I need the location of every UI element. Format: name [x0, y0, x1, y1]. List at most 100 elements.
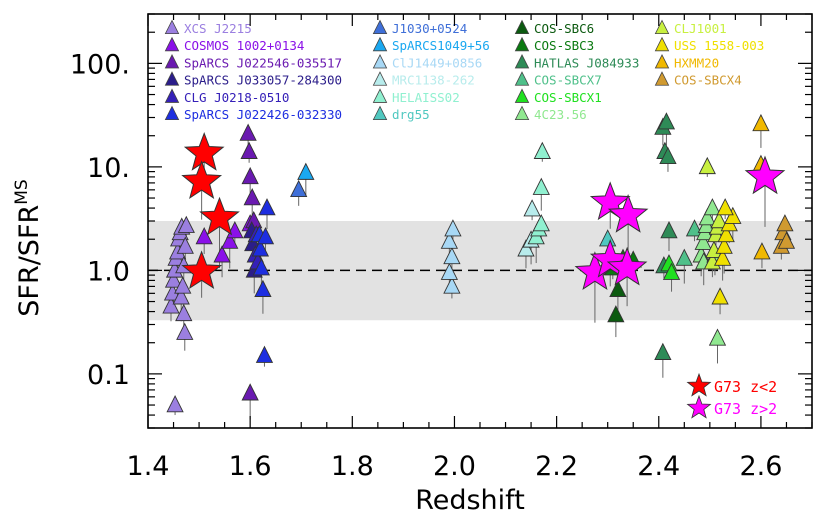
x-axis-label: Redshift: [415, 485, 525, 516]
legend-label: COSMOS 1002+0134: [184, 38, 304, 53]
y-tick-label: 100.: [70, 49, 130, 80]
triangle-marker: [297, 162, 315, 180]
legend-label: HXMM20: [674, 55, 719, 70]
legend-label: HATLAS J084933: [534, 55, 639, 70]
triangle-marker: [711, 287, 729, 305]
star-marker: [183, 131, 225, 171]
triangle-marker: [659, 146, 677, 165]
triangle-marker: [698, 156, 716, 175]
legend-label: USS 1558-003: [674, 38, 764, 53]
y-tick-label: 0.1: [87, 360, 130, 391]
triangle-marker: [657, 112, 676, 130]
triangle-marker: [172, 287, 190, 305]
triangle-marker: [724, 206, 742, 224]
triangle-marker: [254, 279, 272, 297]
triangle-marker: [777, 231, 796, 249]
triangle-marker: [713, 248, 732, 266]
triangle-marker: [443, 246, 461, 265]
x-tick-label: 2.2: [535, 451, 578, 482]
triangle-marker: [166, 395, 184, 413]
legend-marker: [514, 71, 530, 86]
legend-star-marker: [686, 394, 712, 419]
x-tick-label: 1.6: [229, 451, 272, 482]
triangle-marker: [662, 262, 681, 280]
triangle-marker: [243, 188, 261, 206]
x-tick-label: 2.6: [739, 451, 782, 482]
legend-marker: [372, 71, 388, 86]
triangle-marker: [251, 239, 270, 257]
legend-label: drg55: [392, 107, 430, 122]
legend-marker: [654, 36, 670, 52]
triangle-marker: [532, 214, 550, 232]
legend-marker: [372, 19, 388, 35]
legend-marker: [514, 105, 530, 121]
triangle-marker: [443, 276, 461, 294]
legend-star-marker: [686, 372, 712, 397]
x-tick-label: 2.4: [637, 451, 680, 482]
legend-marker: [514, 88, 530, 103]
legend-label: COS-SBC3: [534, 38, 594, 53]
triangle-marker: [753, 242, 771, 260]
legend-marker: [164, 54, 180, 69]
legend-label: SpARCS1049+56: [392, 38, 490, 53]
triangle-marker: [177, 215, 195, 233]
legend-star-label: G73 z>2: [714, 400, 777, 418]
legend-label: HELAISS02: [392, 90, 460, 105]
triangle-marker: [252, 258, 271, 276]
triangle-marker: [255, 345, 274, 363]
triangle-marker: [710, 210, 728, 229]
triangle-marker: [175, 303, 193, 322]
triangle-marker: [258, 198, 276, 216]
triangle-marker: [517, 239, 535, 257]
legend-marker: [164, 88, 180, 103]
legend-label: CLG J0218-0510: [184, 90, 289, 105]
triangle-marker: [440, 231, 459, 249]
legend-label: SpARCS J022426-032330: [184, 107, 342, 122]
triangle-marker: [444, 219, 462, 237]
legend-label: ClJ1449+0856: [392, 55, 482, 70]
triangle-marker: [698, 208, 716, 226]
legend-star-label: G73 z<2: [714, 378, 777, 396]
legend-marker: [372, 105, 388, 121]
triangle-marker: [440, 262, 459, 280]
triangle-marker: [660, 221, 678, 239]
triangle-marker: [607, 305, 625, 323]
triangle-marker: [239, 123, 257, 141]
legend-marker: [372, 36, 388, 52]
legend-marker: [514, 36, 530, 52]
triangle-marker: [523, 199, 541, 217]
triangle-marker: [256, 227, 275, 245]
triangle-marker: [162, 296, 180, 314]
legend-label: J1030+0524: [392, 21, 467, 36]
legend-label: COS-SBCX7: [534, 73, 602, 88]
star-marker: [744, 155, 786, 195]
legend-label: XCS J2215: [184, 21, 252, 36]
triangle-marker: [776, 214, 794, 232]
triangle-marker: [164, 270, 183, 288]
triangle-marker: [716, 198, 734, 216]
legend-marker: [654, 19, 670, 35]
legend-label: 4C23.56: [534, 107, 587, 122]
x-tick-label: 1.4: [127, 451, 170, 482]
triangle-marker: [752, 113, 770, 132]
triangle-marker: [703, 198, 722, 216]
star-marker: [607, 193, 649, 233]
legend-marker: [654, 54, 670, 69]
legend-marker: [514, 19, 530, 35]
star-marker: [199, 196, 240, 236]
triangle-marker: [174, 276, 192, 294]
x-tick-label: 2.0: [433, 451, 476, 482]
triangle-marker: [532, 177, 550, 195]
triangle-marker: [717, 224, 735, 243]
triangle-marker: [609, 279, 627, 297]
y-axis-label: SFR/SFRMS: [12, 179, 45, 316]
triangle-marker: [654, 342, 672, 360]
triangle-marker: [241, 383, 259, 401]
triangle-marker: [715, 236, 733, 254]
legend-label: SpARCS J033057-284300: [184, 73, 342, 88]
triangle-marker: [213, 245, 231, 263]
triangle-marker: [221, 231, 239, 249]
legend-label: MRC1138-262: [392, 73, 475, 88]
triangle-marker: [241, 166, 259, 185]
